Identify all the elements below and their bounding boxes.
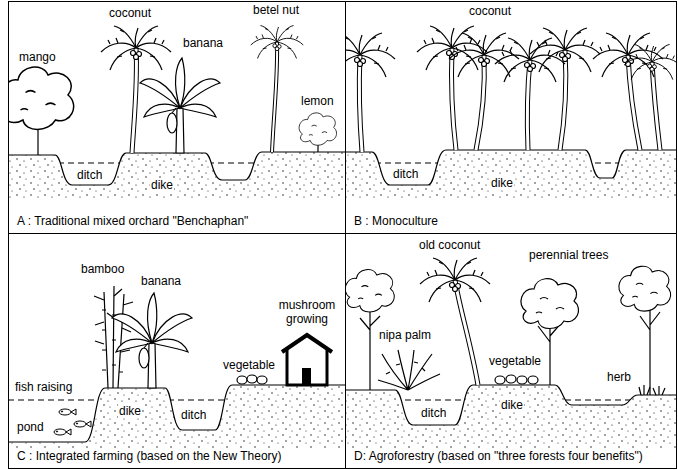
part-label: ditch bbox=[392, 167, 419, 181]
scenario-panel: A : Traditional mixed orchard "Benchapha… bbox=[8, 1, 346, 234]
part-label: coconut bbox=[468, 4, 512, 18]
scenario-panel: C : Integrated farming (based on the New… bbox=[8, 233, 346, 469]
part-label: vegetable bbox=[222, 358, 276, 372]
panel-caption: D: Agroforestry (based on "three forests… bbox=[352, 449, 645, 463]
panel-b-art bbox=[346, 26, 676, 200]
part-label: pond bbox=[16, 420, 45, 434]
part-label: ditch bbox=[420, 406, 447, 420]
panel-caption: A : Traditional mixed orchard "Benchapha… bbox=[15, 214, 250, 228]
panel-caption: B : Monoculture bbox=[352, 214, 440, 228]
part-label: herb bbox=[606, 370, 632, 384]
part-label: betel nut bbox=[252, 3, 300, 17]
part-label: dike bbox=[118, 404, 142, 418]
scenario-panel: D: Agroforestry (based on "three forests… bbox=[345, 233, 677, 469]
part-label: banana bbox=[182, 36, 224, 50]
part-label: dike bbox=[150, 178, 174, 192]
panel-d-art bbox=[346, 258, 676, 448]
part-label: nipa palm bbox=[378, 328, 432, 342]
part-label: perennial trees bbox=[528, 248, 609, 262]
part-label: coconut bbox=[108, 6, 152, 20]
part-label: lemon bbox=[300, 94, 335, 108]
panel-caption: C : Integrated farming (based on the New… bbox=[15, 449, 284, 463]
part-label: dike bbox=[500, 398, 524, 412]
part-label: vegetable bbox=[488, 354, 542, 368]
part-label: fish raising bbox=[14, 380, 73, 394]
panel-c-art bbox=[9, 286, 345, 448]
part-label: mango bbox=[18, 50, 57, 64]
part-label: old coconut bbox=[418, 238, 481, 252]
part-label: ditch bbox=[180, 408, 207, 422]
scenario-panel: B : Monoculture bbox=[345, 1, 677, 234]
part-label: mushroom growing bbox=[272, 298, 342, 326]
part-label: bamboo bbox=[80, 262, 125, 276]
part-label: dike bbox=[490, 176, 514, 190]
panel-a-art bbox=[9, 26, 345, 201]
part-label: banana bbox=[140, 274, 182, 288]
part-label: ditch bbox=[76, 168, 103, 182]
